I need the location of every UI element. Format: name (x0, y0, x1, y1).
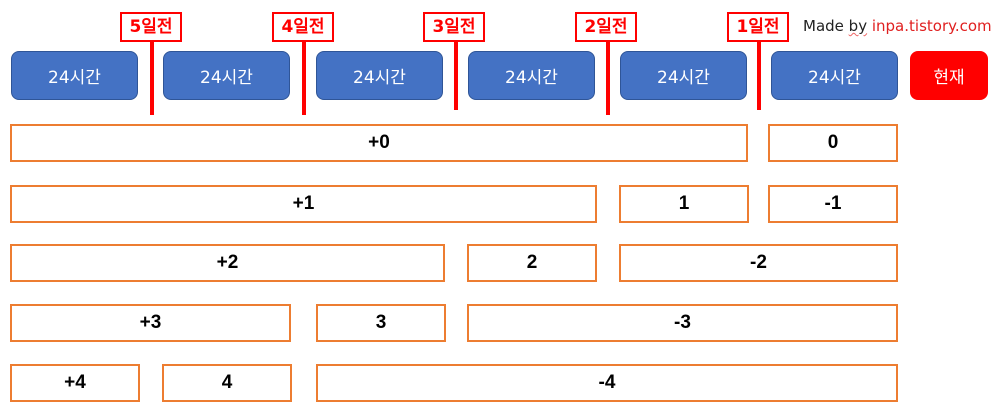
range-plus-4: +4 (10, 364, 140, 402)
range-3: 3 (316, 304, 446, 342)
day-marker-3 (454, 40, 458, 110)
day-label-3: 3일전 (423, 12, 485, 42)
credit-text: Made by inpa.tistory.com (803, 17, 998, 35)
day-label-5: 5일전 (120, 12, 182, 42)
block-24h-4[interactable]: 24시간 (468, 51, 595, 100)
range-plus-1: +1 (10, 185, 597, 223)
day-marker-2 (606, 40, 610, 115)
range-minus-2: -2 (619, 244, 898, 282)
day-marker-5 (150, 40, 154, 115)
day-marker-4 (302, 40, 306, 115)
credit-by: by (848, 17, 868, 35)
block-24h-1[interactable]: 24시간 (11, 51, 138, 100)
range-minus-4: -4 (316, 364, 898, 402)
range-minus-3: -3 (467, 304, 898, 342)
range-minus-1: -1 (768, 185, 898, 223)
range-2: 2 (467, 244, 597, 282)
range-plus-2: +2 (10, 244, 445, 282)
block-24h-3[interactable]: 24시간 (316, 51, 443, 100)
day-marker-1 (757, 40, 761, 110)
day-label-1: 1일전 (727, 12, 789, 42)
day-label-2: 2일전 (575, 12, 637, 42)
now-button[interactable]: 현재 (910, 51, 988, 100)
credit-made: Made (803, 17, 844, 35)
day-label-4: 4일전 (272, 12, 334, 42)
range-0: 0 (768, 124, 898, 162)
credit-site: inpa.tistory.com (871, 17, 992, 35)
block-24h-6[interactable]: 24시간 (771, 51, 898, 100)
block-24h-2[interactable]: 24시간 (163, 51, 290, 100)
range-plus-0: +0 (10, 124, 748, 162)
range-plus-3: +3 (10, 304, 291, 342)
block-24h-5[interactable]: 24시간 (620, 51, 747, 100)
range-4: 4 (162, 364, 292, 402)
range-1: 1 (619, 185, 749, 223)
